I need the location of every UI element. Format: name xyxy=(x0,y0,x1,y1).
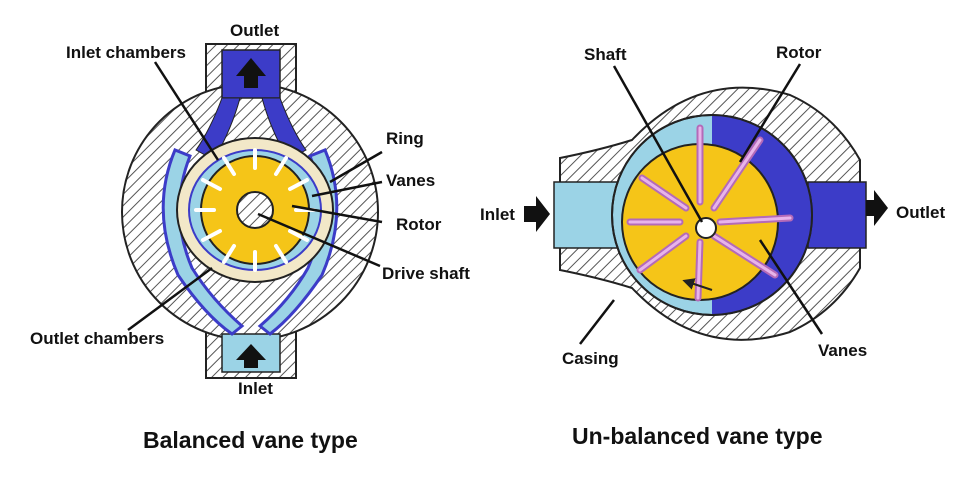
label-balanced-rotor: Rotor xyxy=(396,215,442,234)
label-unbalanced-inlet: Inlet xyxy=(480,205,515,224)
label-inlet-chambers: Inlet chambers xyxy=(66,43,186,62)
label-unbalanced-vanes: Vanes xyxy=(818,341,867,360)
balanced-outlet-port xyxy=(195,49,307,161)
leader-vanes xyxy=(311,180,383,198)
balanced-pump: Outlet Inlet chambers Ring Vanes Rotor D… xyxy=(30,21,470,453)
rotation-arrow-icon xyxy=(682,278,713,291)
caption-unbalanced: Un-balanced vane type xyxy=(572,423,823,449)
balanced-drive-shaft xyxy=(236,191,274,229)
unbalanced-pump: Shaft Rotor Inlet Outlet Casing Vanes Un… xyxy=(480,43,945,449)
label-balanced-vanes: Vanes xyxy=(386,171,435,190)
leader-unbalanced-vanes xyxy=(758,239,824,335)
label-unbalanced-outlet: Outlet xyxy=(896,203,945,222)
label-ring: Ring xyxy=(386,129,424,148)
leader-unbalanced-rotor xyxy=(738,63,802,163)
inlet-arrow-icon xyxy=(524,196,550,232)
label-shaft: Shaft xyxy=(584,45,627,64)
leader-outlet-chambers xyxy=(127,266,213,332)
balanced-vanes xyxy=(194,148,316,272)
label-balanced-inlet: Inlet xyxy=(238,379,273,398)
leader-shaft xyxy=(612,65,704,223)
label-drive-shaft: Drive shaft xyxy=(382,264,470,283)
leader-inlet-chambers xyxy=(153,61,220,161)
label-unbalanced-rotor: Rotor xyxy=(776,43,822,62)
label-outlet-chambers: Outlet chambers xyxy=(30,329,164,348)
caption-balanced: Balanced vane type xyxy=(143,427,358,453)
unbalanced-inlet-port xyxy=(553,181,619,249)
balanced-inlet-port xyxy=(221,333,281,373)
unbalanced-outlet-port xyxy=(807,181,867,249)
label-casing: Casing xyxy=(562,349,619,368)
unbalanced-shaft xyxy=(695,217,717,239)
leader-ring xyxy=(329,150,383,184)
outlet-arrow-icon xyxy=(866,190,888,226)
leader-drive-shaft xyxy=(257,212,381,268)
leader-casing xyxy=(579,299,615,345)
label-balanced-outlet: Outlet xyxy=(230,21,279,40)
leader-rotor xyxy=(291,204,383,224)
